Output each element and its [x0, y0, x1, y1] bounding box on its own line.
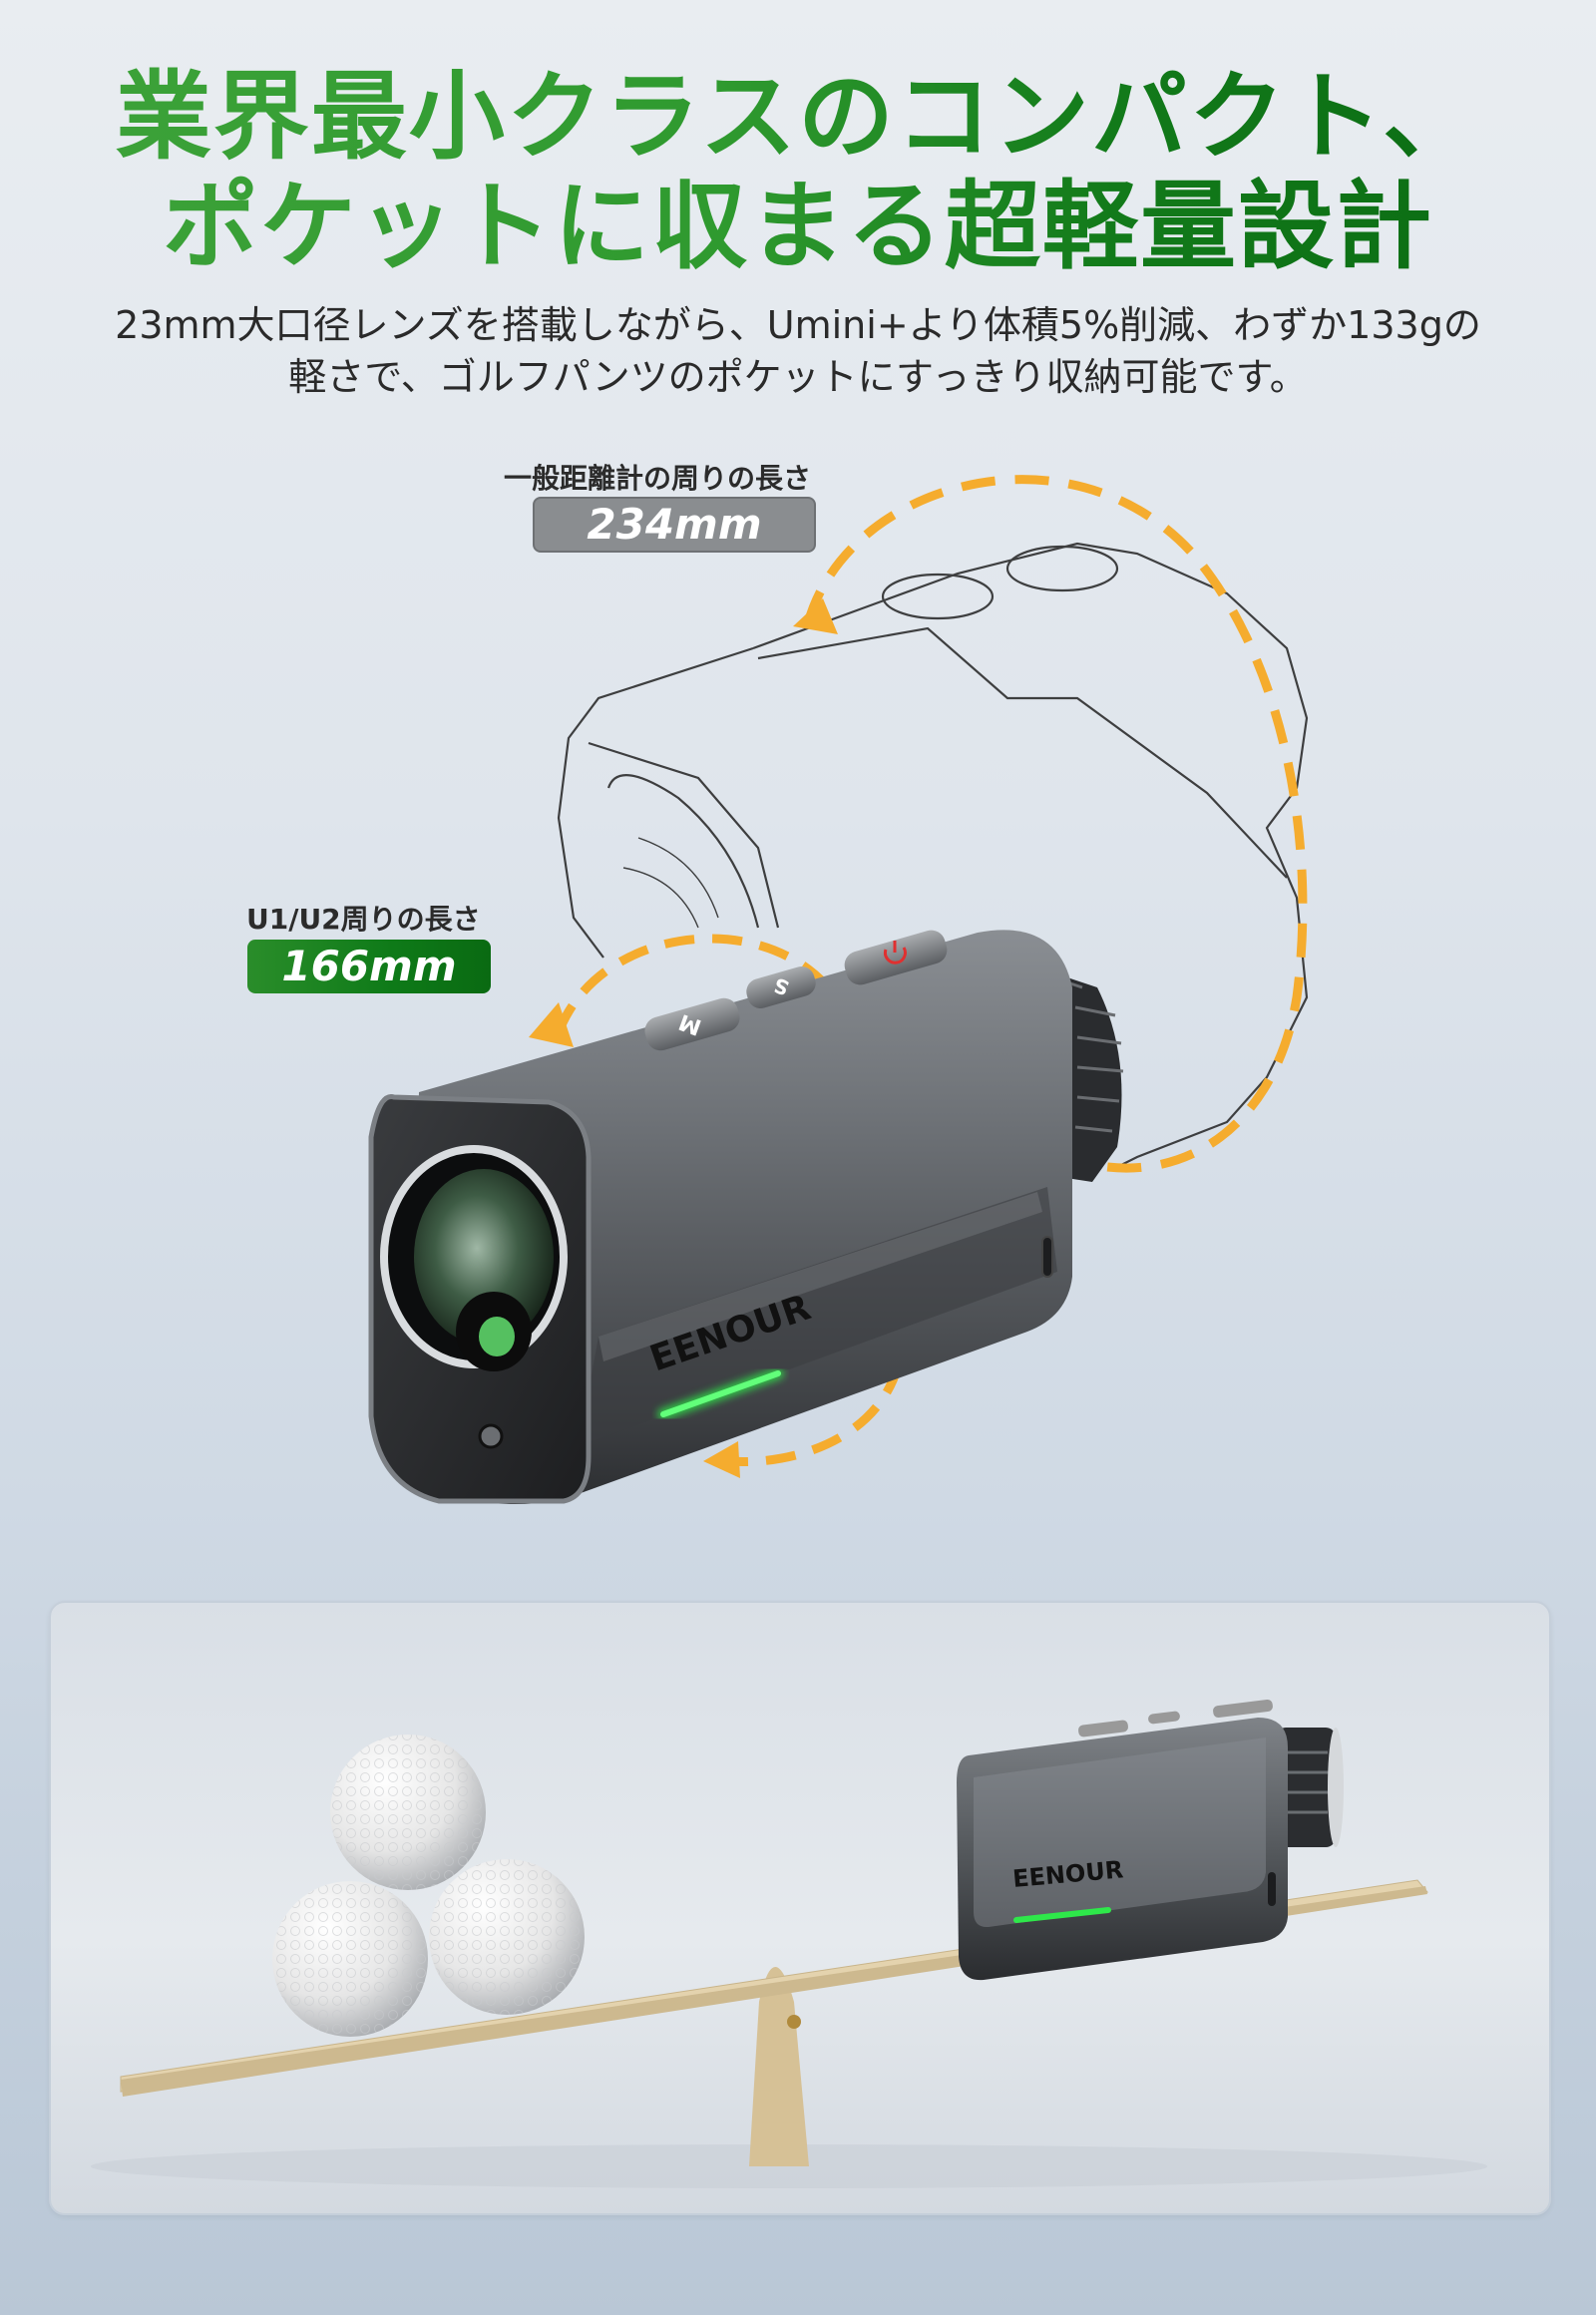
- product-caption: U1/U2周りの長さ: [246, 903, 481, 936]
- button-m: M: [644, 997, 740, 1051]
- button-s: S: [746, 966, 816, 1008]
- product-comparison-illustration: M S EENOUR: [368, 475, 1309, 1504]
- general-rangefinder-sketch: [557, 542, 1309, 1168]
- power-button: [844, 930, 948, 985]
- weight-comparison-panel: EENOUR: [49, 1601, 1551, 2215]
- led-indicator: [660, 1370, 781, 1417]
- seesaw-rangefinder: EENOUR: [957, 1699, 1344, 1981]
- subtitle: 23mm大口径レンズを搭載しながら、Umini+より体積5%削減、わずか133g…: [60, 299, 1536, 403]
- general-arrowhead-icon: [793, 598, 838, 634]
- product-arrowhead-top-icon: [529, 1002, 574, 1047]
- subtitle-line-2: 軽さで、ゴルフパンツのポケットにすっきり収納可能です。: [288, 355, 1308, 399]
- power-icon: [883, 947, 907, 965]
- product-arrowhead-bottom-icon: [703, 1441, 740, 1478]
- seesaw-illustration: EENOUR: [91, 1699, 1487, 2188]
- rangefinder-device: M S EENOUR: [368, 930, 1072, 1504]
- subtitle-line-1: 23mm大口径レンズを搭載しながら、Umini+より体積5%削減、わずか133g…: [115, 303, 1481, 347]
- general-length-badge: 234mm: [533, 497, 816, 553]
- product-length-badge: 166mm: [247, 940, 491, 993]
- product-perimeter-arrow: [554, 934, 919, 1467]
- general-rangefinder-caption: 一般距離計の周りの長さ: [504, 462, 812, 495]
- golf-balls: [272, 1735, 585, 2037]
